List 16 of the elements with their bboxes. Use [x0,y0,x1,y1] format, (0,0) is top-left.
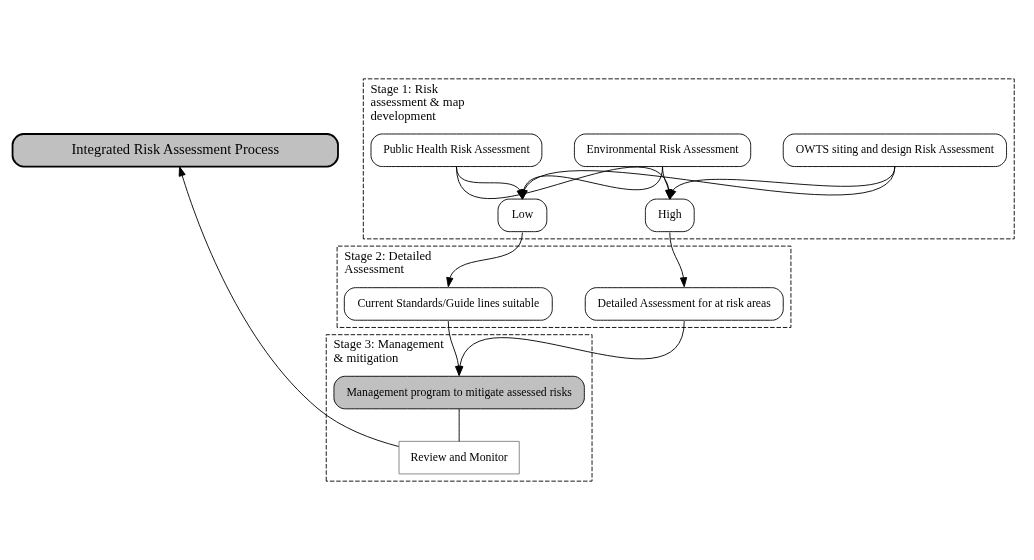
arrow [669,232,688,288]
node-box: Management program to mitigate assessed risks [333,375,585,410]
node-box: Review and Monitor [398,440,520,475]
arrow [520,166,896,200]
node-box: High [644,198,695,233]
node-box: Environmental Risk Assessment [573,133,752,167]
node-box: Low [497,198,548,233]
arrow [446,232,523,288]
arrow [178,166,400,447]
node-box: Integrated Risk Assessment Process [11,133,339,168]
node-box: Current Standards/Guide lines suitable [343,287,553,321]
arrow [669,166,896,200]
connector [458,408,460,442]
node-box: Public Health Risk Assessment [370,133,543,167]
node-box: Detailed Assessment for at risk areas [584,287,784,321]
node-box: OWTS siting and design Risk Assessment [782,133,1007,167]
